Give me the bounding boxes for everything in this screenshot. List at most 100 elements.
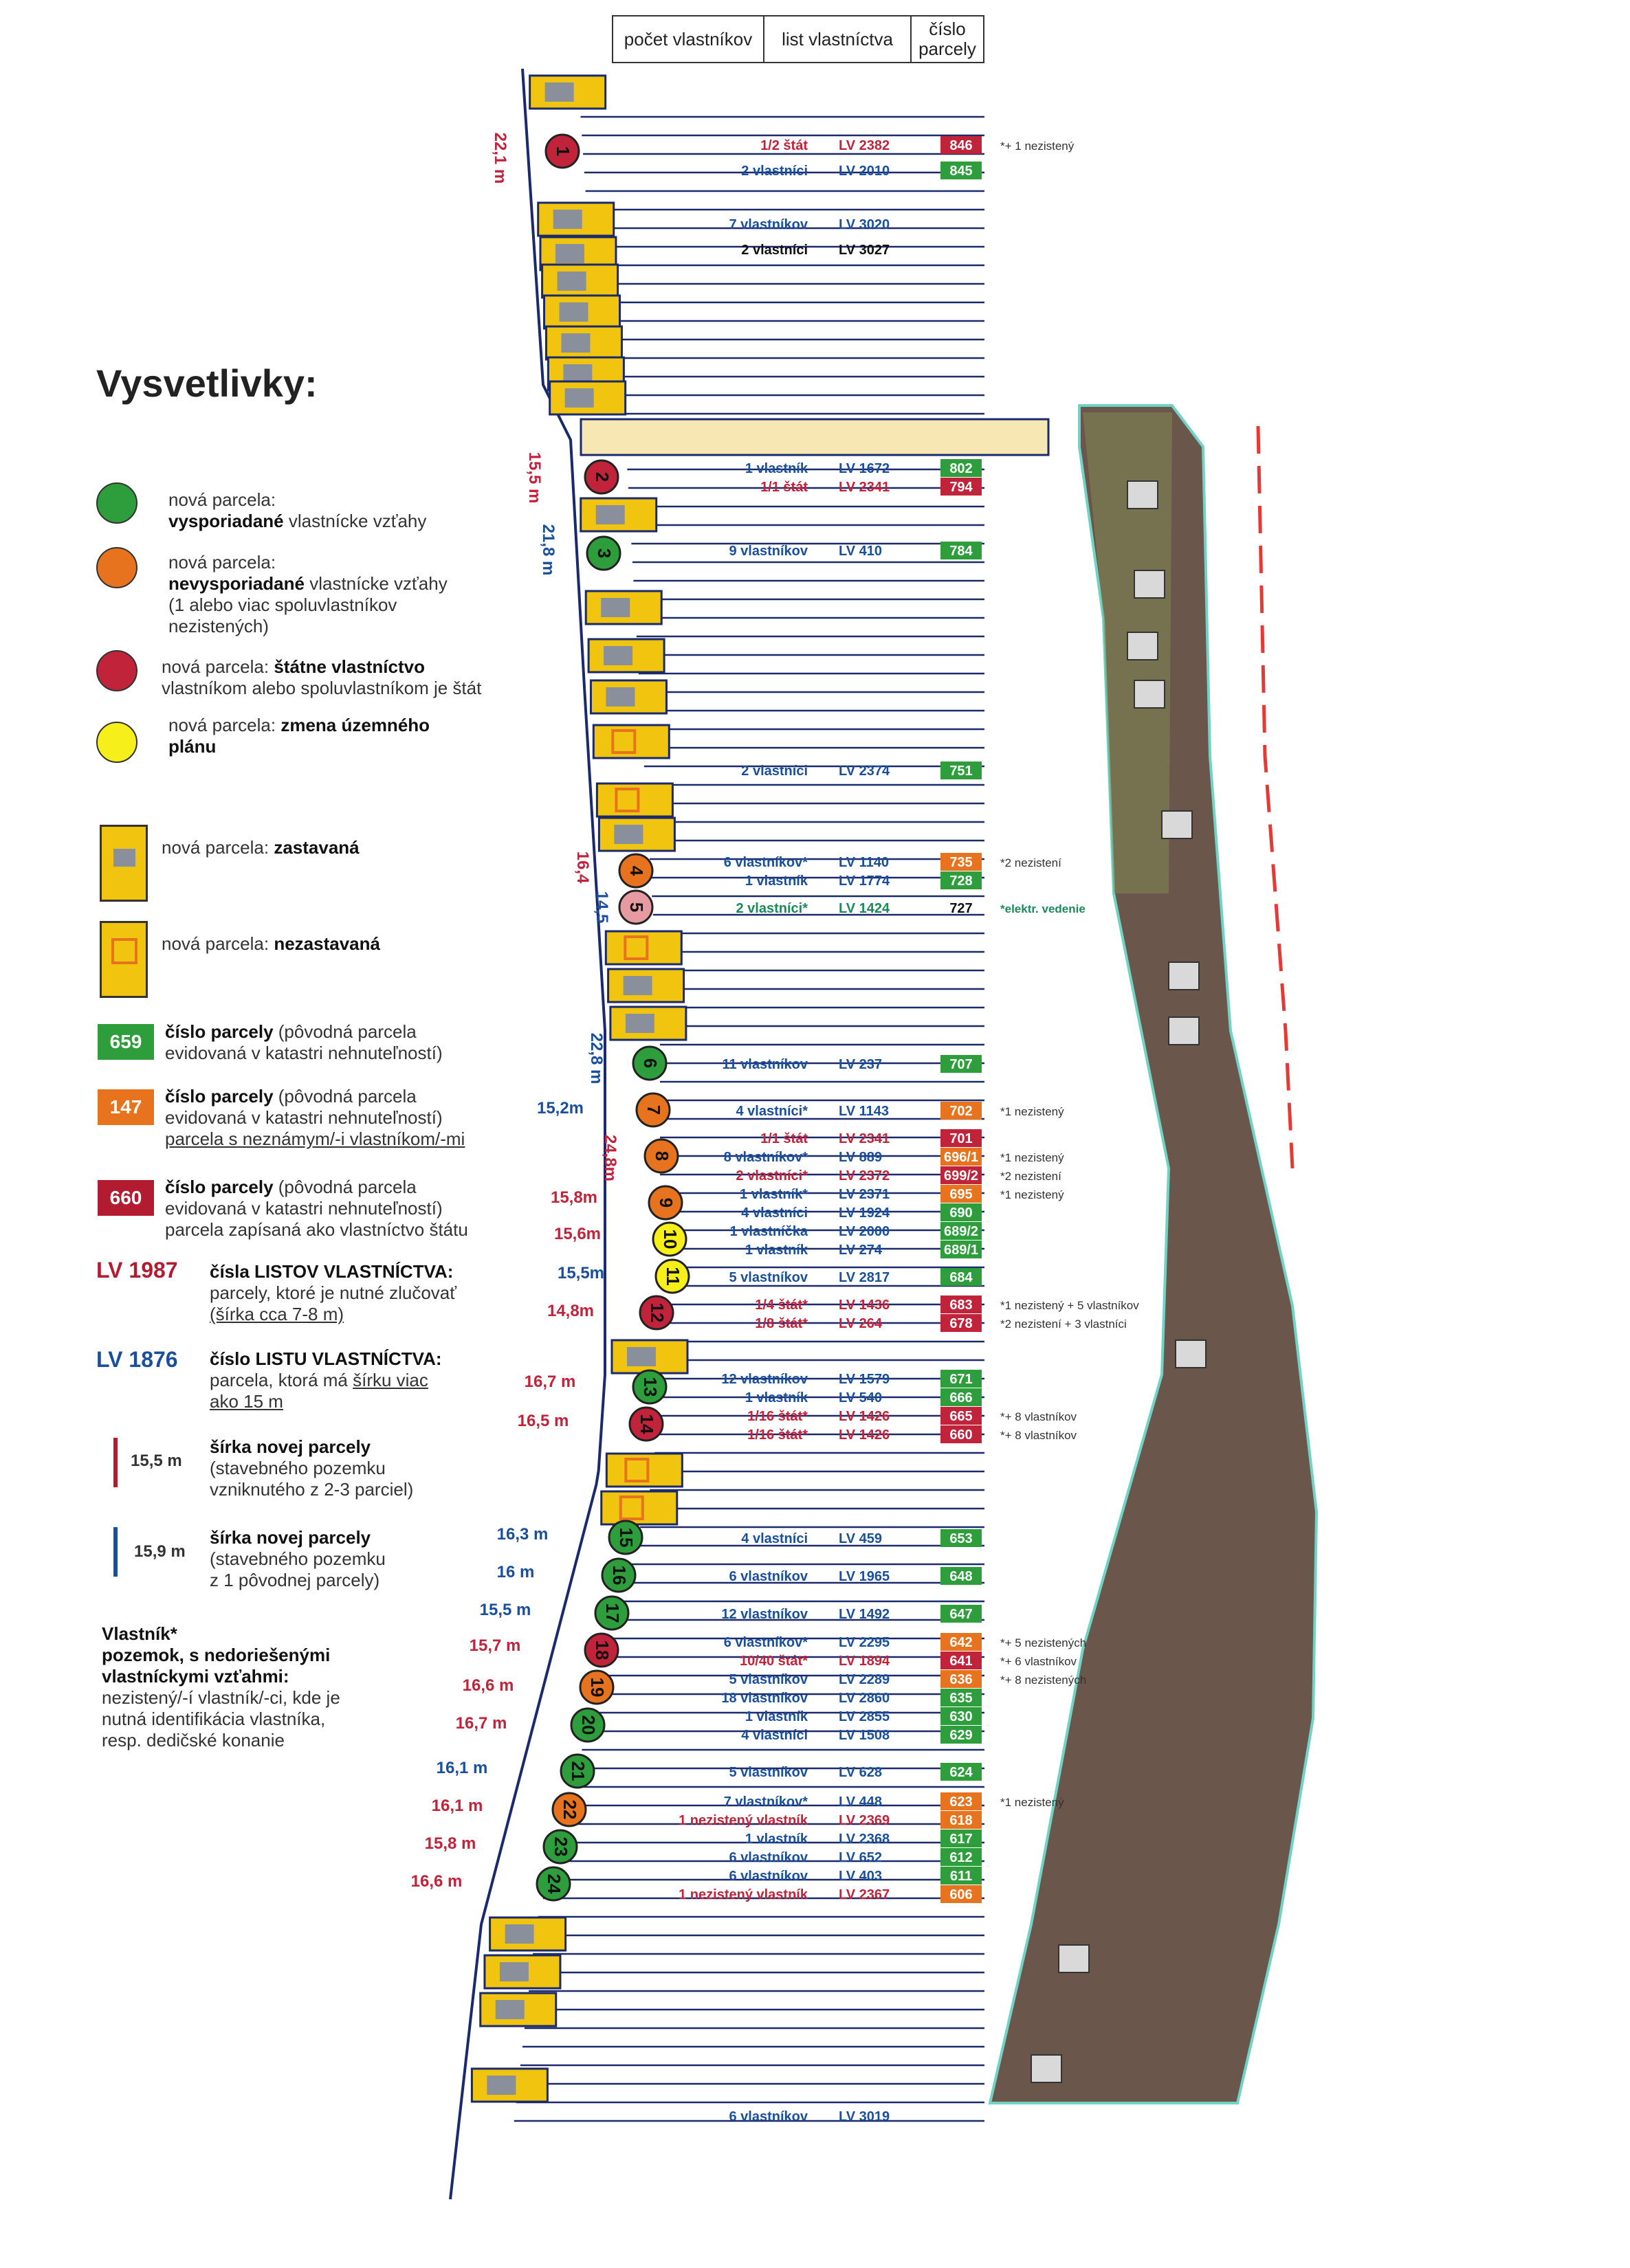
legend-orange-text: nová parcela: nevysporiadané vlastnícke … [168,552,448,637]
row-parcel-badge-22 [940,1314,982,1332]
row-lv-6: LV 410 [839,544,882,559]
row-parcel-no-17: 690 [949,1205,972,1221]
row-note-15: *2 nezistení [1000,1170,1061,1183]
parcel-circle-num-17: 17 [602,1603,623,1623]
legend-building-icon [113,849,135,867]
legend-unbuilt-s: nová parcela: [162,933,274,954]
legend-lv1876-l2u: šírku viac [353,1370,428,1390]
legend-orange-l2: nevysporiadané vlastnícke vzťahy [168,573,448,594]
lot-19 [605,1452,683,1488]
parcel-circle-shape-16 [601,1557,637,1593]
legend-659-l1: číslo parcely (pôvodná parcela [165,1021,443,1043]
row-lv-5: LV 2341 [839,480,890,495]
legend-w155-label: 15,5 m [131,1452,182,1470]
row-note-37: *1 nezistený [1000,1796,1064,1809]
row-lv-29: LV 1492 [839,1607,890,1622]
lot-4 [543,294,621,330]
row-parcel-no-24: 666 [949,1390,972,1405]
row-owners-19: 1 vlastník [745,1243,808,1258]
parcel-circle-num-4: 4 [626,866,647,876]
row-lv-21: LV 1436 [839,1298,890,1313]
parcel-circle-21: 21 [560,1753,595,1789]
parcel-circle-16: 16 [601,1557,637,1593]
width-label-6: 15,2m [537,1099,584,1118]
width-label-7: 24,8m [601,1135,619,1181]
legend-built-lot-icon [100,825,148,902]
row-parcel-badge-16 [940,1185,982,1203]
row-lv-11: LV 237 [839,1057,882,1072]
legend-unbuilt-b: nezastavaná [274,933,380,954]
aerial-house-6 [1168,1016,1200,1045]
row-owners-15: 2 vlastníci* [736,1168,808,1183]
row-parcel-no-37: 623 [949,1794,972,1810]
building-icon-7 [564,388,594,408]
row-lv-19: LV 274 [839,1243,883,1258]
parcel-circle-shape-7 [635,1092,671,1128]
row-lv-24: LV 540 [839,1390,882,1405]
legend-w155-text: šírka novej parcely (stavebného pozemku … [210,1436,413,1500]
legend-lv1876-l2s: parcela, ktorá má [210,1370,353,1390]
width-label-3: 16,4 [573,852,592,884]
aerial-house-3 [1134,680,1165,709]
row-parcel-badge-11 [940,1055,982,1073]
row-parcel-no-29: 647 [949,1607,972,1622]
row-owners-12: 4 vlastníci* [736,1104,808,1119]
legend-red-circle-icon [96,650,137,691]
legend-owner-l4: nezistený/-í vlastník/-ci, kde je [102,1687,340,1708]
row-parcel-badge-12 [940,1102,982,1120]
building-icon-2 [555,244,584,263]
parcel-circle-3: 3 [586,535,621,571]
legend-owner-l1b: Vlastník* [102,1623,177,1644]
width-label-12: 16,7 m [525,1372,576,1391]
row-lv-9: LV 1774 [839,874,890,889]
row-lv-8: LV 1140 [839,855,889,870]
building-icon-0 [544,82,574,102]
legend-orange-l4: nezistených) [168,616,269,636]
row-parcel-no-8: 735 [949,855,972,870]
legend-badge-147: 147 [98,1089,154,1125]
parcel-circle-num-20: 20 [578,1715,599,1735]
lot-3 [541,263,619,299]
row-owners-16: 1 vlastník* [740,1187,808,1202]
parcel-circle-24: 24 [536,1866,571,1902]
row-parcel-badge-7 [940,761,982,779]
row-parcel-badge-26 [940,1425,982,1443]
legend-owner-l6: resp. dedičské konanie [102,1730,285,1750]
parcel-circle-num-5: 5 [626,902,647,912]
parcel-circle-shape-17 [594,1595,630,1631]
building-icon-17 [625,1014,654,1033]
lot-7 [549,380,627,416]
row-parcel-no-31: 641 [949,1654,972,1669]
row-parcel-badge-23 [940,1370,982,1388]
lot-24 [470,2067,549,2103]
row-parcel-badge-18 [940,1222,982,1240]
parcel-circle-shape-2 [584,459,619,495]
legend-660-l1: číslo parcely (pôvodná parcela [165,1177,468,1198]
row-lv-38: LV 2369 [839,1813,890,1828]
row-owners-5: 1/1 štát [760,480,808,495]
legend-w159-l1b: šírka novej parcely [210,1527,371,1548]
row-lv-36: LV 628 [839,1765,882,1780]
width-label-13: 16,5 m [518,1412,569,1430]
parcel-circle-num-10: 10 [660,1230,681,1249]
parcel-circle-num-1: 1 [553,146,573,156]
row-parcel-badge-4 [940,459,982,477]
parcel-circle-num-18: 18 [592,1641,613,1660]
row-lv-10: LV 1424 [839,901,890,916]
row-owners-30: 6 vlastníkov* [724,1635,808,1650]
parcel-circle-shape-10 [652,1221,687,1257]
table-rule-lines [514,115,984,2122]
legend-147-l3u: parcela s neznámym/-i vlastníkom/-mi [165,1129,465,1149]
strip-outline [449,68,606,2200]
lot-18 [610,1339,689,1375]
legend-red-l2: vlastníkom alebo spoluvlastníkom je štát [162,678,482,698]
row-parcel-no-11: 707 [949,1057,972,1072]
row-lv-34: LV 2855 [839,1709,890,1724]
parcel-circle-num-7: 7 [643,1105,664,1115]
row-lv-17: LV 1924 [839,1205,890,1221]
row-parcel-no-23: 671 [949,1372,972,1387]
